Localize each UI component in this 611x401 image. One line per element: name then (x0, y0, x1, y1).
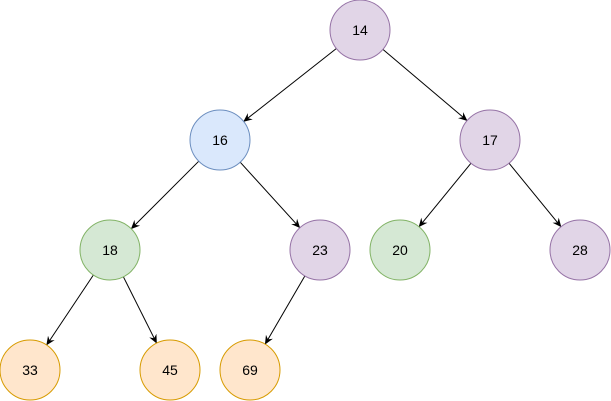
edge-17-to-20 (418, 162, 472, 228)
tree-node-69: 69 (219, 339, 281, 401)
node-label: 28 (572, 242, 588, 258)
node-label: 23 (312, 242, 328, 258)
node-circle (189, 109, 251, 171)
tree-node-33: 33 (0, 339, 61, 401)
edges-layer (46, 48, 562, 346)
node-circle (0, 339, 61, 401)
node-circle (79, 219, 141, 281)
node-circle (219, 339, 281, 401)
tree-node-45: 45 (139, 339, 201, 401)
node-circle (369, 219, 431, 281)
tree-node-14: 14 (329, 0, 391, 61)
node-label: 45 (162, 362, 178, 378)
node-label: 14 (352, 22, 368, 38)
tree-node-16: 16 (189, 109, 251, 171)
node-circle (329, 0, 391, 61)
node-circle (289, 219, 351, 281)
edge-16-to-23 (239, 161, 301, 229)
node-label: 69 (242, 362, 258, 378)
tree-node-17: 17 (459, 109, 521, 171)
edge-14-to-17 (382, 49, 468, 121)
edge-23-to-69 (264, 275, 306, 345)
tree-node-28: 28 (549, 219, 611, 281)
node-label: 20 (392, 242, 408, 258)
tree-node-20: 20 (369, 219, 431, 281)
node-label: 16 (212, 132, 228, 148)
node-circle (549, 219, 611, 281)
edge-14-to-16 (243, 48, 337, 122)
edge-16-to-18 (130, 160, 200, 230)
node-label: 17 (482, 132, 498, 148)
tree-node-23: 23 (289, 219, 351, 281)
node-label: 18 (102, 242, 118, 258)
node-label: 33 (22, 362, 38, 378)
edge-18-to-45 (122, 276, 157, 344)
node-circle (139, 339, 201, 401)
tree-node-18: 18 (79, 219, 141, 281)
node-circle (459, 109, 521, 171)
edge-17-to-28 (508, 162, 562, 228)
edge-18-to-33 (46, 274, 94, 346)
